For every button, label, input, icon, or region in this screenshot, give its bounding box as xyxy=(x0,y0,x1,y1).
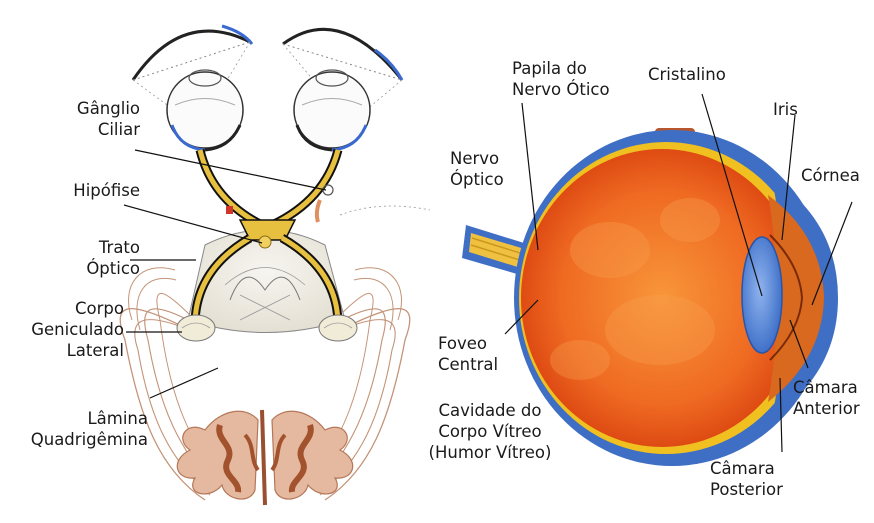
label-line: Quadrigêmina xyxy=(6,429,148,450)
label-line: Hipófise xyxy=(52,180,140,201)
label-line: Corpo xyxy=(6,298,124,319)
label-camara-anterior: Câmara Anterior xyxy=(793,377,873,419)
label-line: Óptico xyxy=(450,169,530,190)
label-line: (Humor Vítreo) xyxy=(415,442,565,463)
label-line: Geniculado xyxy=(6,319,124,340)
label-line: Iris xyxy=(773,99,823,120)
occipital-cortex xyxy=(177,410,352,505)
label-foveo-central: Foveo Central xyxy=(438,333,518,375)
label-lamina-quadrigemina: Lâmina Quadrigêmina xyxy=(6,408,148,450)
label-line: Nervo Ótico xyxy=(512,79,637,100)
label-line: Posterior xyxy=(710,479,810,500)
label-line: Córnea xyxy=(801,165,871,186)
label-line: Anterior xyxy=(793,398,873,419)
label-line: Central xyxy=(438,354,518,375)
label-line: Nervo xyxy=(450,148,530,169)
label-line: Lâmina xyxy=(6,408,148,429)
label-line: Foveo xyxy=(438,333,518,354)
label-papila: Papila do Nervo Ótico xyxy=(512,58,637,100)
label-line: Óptico xyxy=(52,258,140,279)
label-trato-optico: Trato Óptico xyxy=(52,237,140,279)
label-line: Cavidade do xyxy=(415,400,565,421)
right-eyeball xyxy=(294,70,370,150)
label-line: Câmara xyxy=(793,377,873,398)
label-ganglio-ciliar: Gânglio Ciliar xyxy=(52,98,140,140)
label-line: Gânglio xyxy=(52,98,140,119)
label-nervo-optico: Nervo Óptico xyxy=(450,148,530,190)
label-line: Corpo Vítreo xyxy=(415,421,565,442)
label-corpo-geniculado: Corpo Geniculado Lateral xyxy=(6,298,124,361)
label-cristalino: Cristalino xyxy=(648,64,758,85)
left-eyeball xyxy=(167,70,243,150)
visual-pathway-diagram xyxy=(120,26,430,505)
label-line: Papila do xyxy=(512,58,637,79)
label-cornea: Córnea xyxy=(801,165,871,186)
label-line: Trato xyxy=(52,237,140,258)
label-line: Ciliar xyxy=(52,119,140,140)
label-camara-posterior: Câmara Posterior xyxy=(710,458,810,500)
label-hipofise: Hipófise xyxy=(52,180,140,201)
ciliary-ganglion xyxy=(226,185,430,222)
label-iris: Iris xyxy=(773,99,823,120)
label-line: Cristalino xyxy=(648,64,758,85)
label-line: Câmara xyxy=(710,458,810,479)
label-cavidade: Cavidade do Corpo Vítreo (Humor Vítreo) xyxy=(415,400,565,463)
label-line: Lateral xyxy=(6,340,124,361)
